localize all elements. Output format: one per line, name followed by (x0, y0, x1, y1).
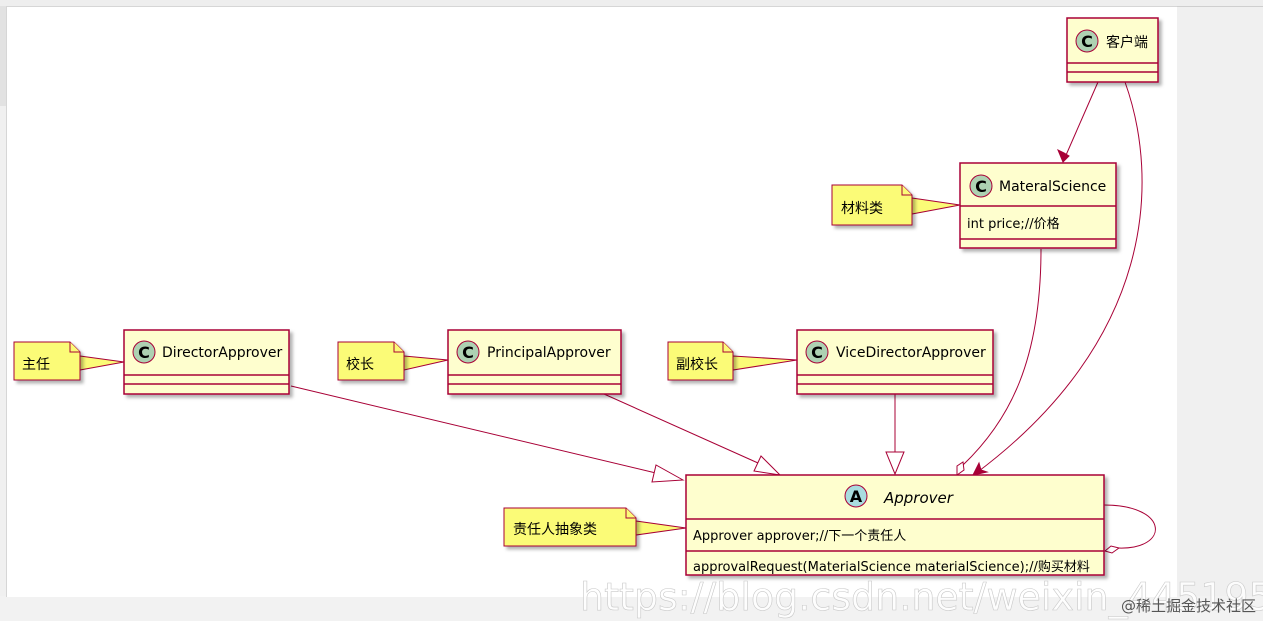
edges (290, 81, 1156, 554)
class-material-name: MateralScience (999, 179, 1106, 195)
edge-client-approver (974, 81, 1143, 475)
edge-client-approver-arrowhead (972, 461, 989, 476)
edge-material-approver-diamond (956, 461, 965, 476)
edge-principal-approver-triangle (753, 455, 782, 476)
class-approver-circle-icon (844, 484, 868, 508)
window-left-edge (0, 6, 6, 106)
class-vice-circle-icon (805, 340, 829, 364)
class-approver-method: approvalRequest(MaterialScience material… (693, 559, 1090, 575)
class-material-stereotype: C (975, 177, 987, 196)
class-vice-stereotype: C (811, 343, 823, 362)
class-material-circle-icon (969, 174, 993, 198)
class-director-approver[interactable]: C DirectorApprover (123, 329, 290, 395)
edge-approver-self-diamond (1103, 545, 1121, 554)
note-principal-text: 校长 (346, 356, 374, 373)
watermark-url: https://blog.csdn.net/weixin_44519566 (580, 575, 1263, 619)
watermark-brand: @稀土掘金技术社区 (1121, 597, 1256, 615)
connector-note-principal (403, 355, 449, 371)
note-material: 材料类 (831, 184, 913, 226)
class-vice-director-approver[interactable]: C ViceDirectorApprover (796, 329, 994, 395)
note-material-text: 材料类 (841, 201, 883, 217)
class-approver-stereotype: A (850, 487, 863, 506)
class-approver-name: Approver (883, 489, 954, 507)
class-principal-circle-icon (456, 340, 480, 364)
class-director-circle-icon (132, 340, 156, 364)
class-principal-name: PrincipalApprover (487, 345, 611, 361)
edge-director-approver (290, 385, 661, 475)
note-vice-text: 副校长 (676, 356, 718, 373)
note-principal: 校长 (337, 341, 405, 381)
edge-director-approver-triangle (651, 464, 685, 483)
edge-vice-approver-triangle (885, 451, 905, 476)
note-director-text: 主任 (22, 357, 50, 373)
connector-note-director (79, 355, 125, 371)
class-vice-name: ViceDirectorApprover (836, 345, 986, 361)
class-client-name: 客户端 (1106, 34, 1148, 51)
class-material-science[interactable]: C MateralScience int price;//价格 (959, 162, 1117, 249)
class-client-circle-icon (1075, 29, 1099, 53)
note-approver: 责任人抽象类 (503, 507, 637, 547)
edge-principal-approver (603, 393, 759, 464)
class-director-name: DirectorApprover (162, 345, 283, 361)
class-approver[interactable]: A Approver Approver approver;//下一个责任人 ap… (685, 474, 1105, 576)
note-vice: 副校长 (667, 341, 734, 381)
class-director-stereotype: C (138, 343, 150, 362)
class-client-stereotype: C (1081, 32, 1093, 51)
class-client[interactable]: C 客户端 (1066, 17, 1159, 83)
edge-client-material (1062, 81, 1099, 163)
class-material-field: int price;//价格 (967, 216, 1060, 232)
class-principal-stereotype: C (462, 343, 474, 362)
note-director: 主任 (13, 341, 81, 381)
edge-client-material-arrowhead (1057, 148, 1070, 163)
status-band (0, 596, 1263, 621)
class-approver-field: Approver approver;//下一个责任人 (693, 529, 906, 544)
connector-note-vice (732, 355, 798, 371)
class-principal-approver[interactable]: C PrincipalApprover (447, 329, 622, 395)
note-approver-text: 责任人抽象类 (513, 522, 597, 538)
edge-approver-self (1103, 504, 1156, 549)
edge-material-approver (962, 248, 1042, 466)
connector-note-material (911, 197, 961, 215)
connector-note-approver (635, 520, 687, 536)
